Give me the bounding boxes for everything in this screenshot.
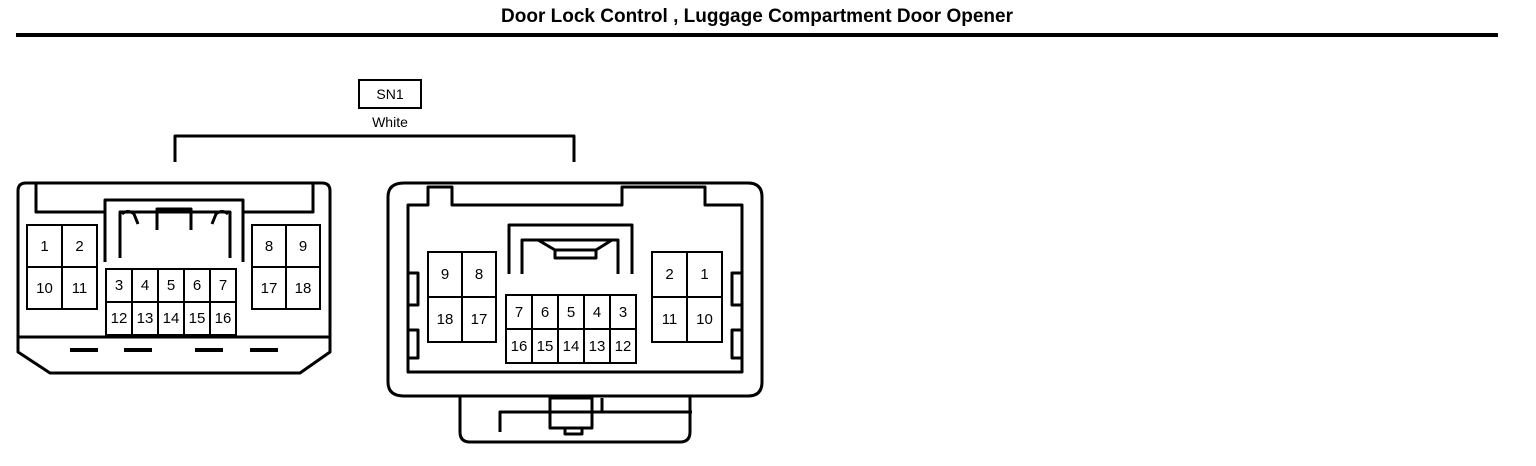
pin-7: 7 <box>209 268 237 303</box>
pin-17: 17 <box>251 266 287 310</box>
pin-10: 10 <box>26 266 63 310</box>
title-divider <box>16 33 1498 37</box>
pin-18: 18 <box>285 266 321 310</box>
pin-11: 11 <box>651 296 688 343</box>
pin-3: 3 <box>609 294 637 330</box>
pin-15: 15 <box>183 301 211 336</box>
pin-18: 18 <box>427 296 463 343</box>
pin-5: 5 <box>557 294 585 330</box>
pin-6: 6 <box>183 268 211 303</box>
pin-13: 13 <box>583 328 611 364</box>
left-connector-housing <box>16 181 332 375</box>
pin-10: 10 <box>686 296 723 343</box>
pin-8: 8 <box>251 224 287 268</box>
pin-9: 9 <box>285 224 321 268</box>
pin-4: 4 <box>583 294 611 330</box>
pin-16: 16 <box>505 328 533 364</box>
pin-2: 2 <box>651 251 688 298</box>
pin-14: 14 <box>157 301 185 336</box>
pin-12: 12 <box>105 301 133 336</box>
pin-14: 14 <box>557 328 585 364</box>
pin-8: 8 <box>461 251 497 298</box>
pin-12: 12 <box>609 328 637 364</box>
view-bracket <box>173 134 576 162</box>
pin-15: 15 <box>531 328 559 364</box>
pin-5: 5 <box>157 268 185 303</box>
pin-1: 1 <box>26 224 63 268</box>
right-connector-housing <box>386 181 764 444</box>
page-title: Door Lock Control , Luggage Compartment … <box>501 6 1013 27</box>
pin-13: 13 <box>131 301 159 336</box>
pin-7: 7 <box>505 294 533 330</box>
pin-1: 1 <box>686 251 723 298</box>
pin-6: 6 <box>531 294 559 330</box>
pin-2: 2 <box>61 224 98 268</box>
pin-11: 11 <box>61 266 98 310</box>
pin-9: 9 <box>427 251 463 298</box>
pin-16: 16 <box>209 301 237 336</box>
connector-color-label: White <box>372 114 408 130</box>
pin-17: 17 <box>461 296 497 343</box>
connector-code-label: SN1 <box>358 79 422 109</box>
pin-4: 4 <box>131 268 159 303</box>
pin-3: 3 <box>105 268 133 303</box>
